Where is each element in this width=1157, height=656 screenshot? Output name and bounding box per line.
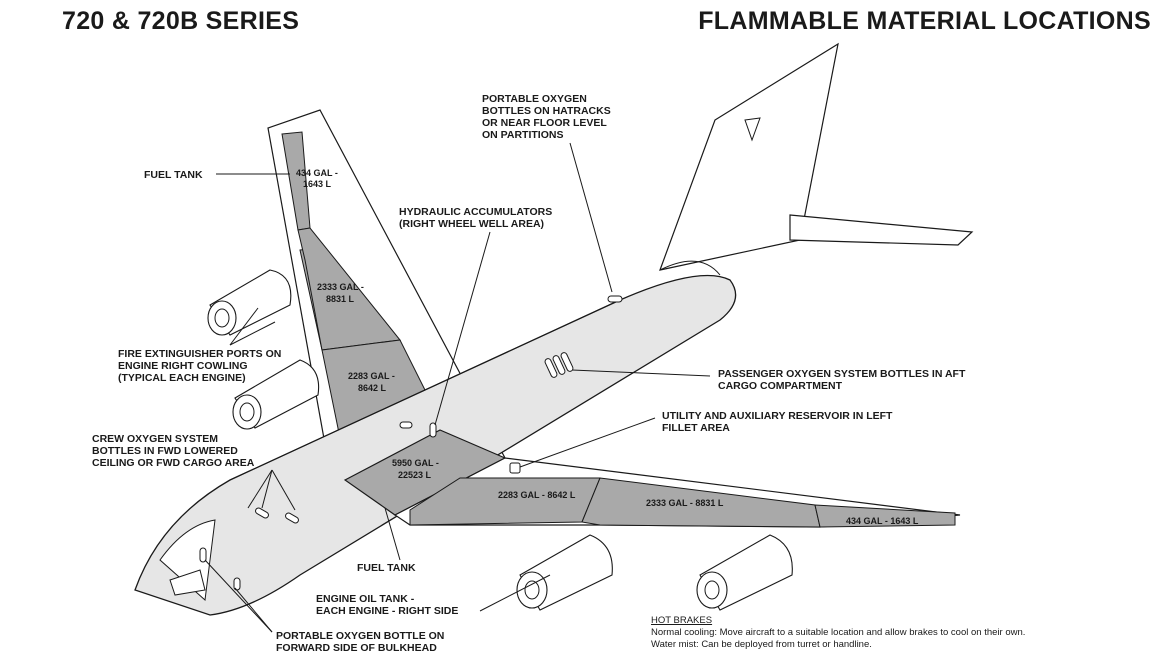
tank-label-right-inboard: 2283 GAL - 8642 L: [348, 371, 395, 393]
svg-text:1643 L: 1643 L: [303, 179, 332, 189]
fuel-tank-label: FUEL TANK: [144, 169, 203, 181]
engine-1: [207, 269, 292, 336]
svg-text:CEILING OR FWD CARGO AREA: CEILING OR FWD CARGO AREA: [92, 457, 255, 469]
tank-label-left-inboard: 2283 GAL - 8642 L: [498, 490, 576, 500]
left-outboard-tank: [581, 477, 821, 528]
svg-text:BOTTLES IN FWD LOWERED: BOTTLES IN FWD LOWERED: [92, 445, 238, 457]
hydraulic-accumulators-label: HYDRAULIC ACCUMULATORS (RIGHT WHEEL WELL…: [399, 206, 552, 230]
hot-brakes-note: HOT BRAKES Normal cooling: Move aircraft…: [651, 615, 1025, 651]
utility-reservoir-label: UTILITY AND AUXILIARY RESERVOIR IN LEFT …: [662, 410, 893, 434]
passenger-oxygen-label: PASSENGER OXYGEN SYSTEM BOTTLES IN AFT C…: [718, 368, 966, 392]
svg-text:OR NEAR FLOOR LEVEL: OR NEAR FLOOR LEVEL: [482, 117, 607, 129]
svg-text:2283 GAL -: 2283 GAL -: [348, 371, 395, 381]
svg-text:434 GAL -: 434 GAL -: [296, 168, 338, 178]
svg-text:PASSENGER OXYGEN SYSTEM BOTTLE: PASSENGER OXYGEN SYSTEM BOTTLES IN AFT: [718, 368, 966, 380]
crew-oxygen-label: CREW OXYGEN SYSTEM BOTTLES IN FWD LOWERE…: [92, 433, 255, 469]
vertical-stabilizer: [659, 42, 839, 271]
tank-label-right-tip: 434 GAL - 1643 L: [296, 168, 338, 189]
svg-text:5950 GAL -: 5950 GAL -: [392, 458, 439, 468]
tank-label-left-outboard: 2333 GAL - 8831 L: [646, 498, 724, 508]
svg-text:HYDRAULIC ACCUMULATORS: HYDRAULIC ACCUMULATORS: [399, 206, 552, 218]
svg-text:2333 GAL -: 2333 GAL -: [317, 282, 364, 292]
page-title: FLAMMABLE MATERIAL LOCATIONS: [698, 7, 1151, 35]
svg-text:(TYPICAL EACH ENGINE): (TYPICAL EACH ENGINE): [118, 372, 246, 384]
svg-text:FORWARD SIDE OF BULKHEAD: FORWARD SIDE OF BULKHEAD: [276, 642, 437, 654]
engine-oil-tank-label: ENGINE OIL TANK - EACH ENGINE - RIGHT SI…: [316, 593, 458, 617]
tail-detail: [744, 117, 761, 142]
portable-oxygen-hatracks-label: PORTABLE OXYGEN BOTTLES ON HATRACKS OR N…: [482, 93, 611, 141]
svg-text:FIRE EXTINGUISHER PORTS ON: FIRE EXTINGUISHER PORTS ON: [118, 348, 281, 360]
svg-text:EACH ENGINE - RIGHT SIDE: EACH ENGINE - RIGHT SIDE: [316, 605, 458, 617]
svg-text:22523 L: 22523 L: [398, 470, 432, 480]
oxygen-bottle-markers: [199, 295, 623, 591]
fuel-tank-bottom-label: FUEL TANK: [357, 562, 416, 574]
horizontal-stabilizer: [789, 214, 974, 246]
tail-cone: [659, 260, 721, 276]
engine-4: [696, 534, 793, 611]
svg-text:ENGINE OIL TANK -: ENGINE OIL TANK -: [316, 593, 415, 605]
svg-text:FILLET AREA: FILLET AREA: [662, 422, 730, 434]
hot-brakes-heading: HOT BRAKES: [651, 615, 713, 626]
engine-2: [232, 359, 320, 430]
svg-text:8642 L: 8642 L: [358, 383, 387, 393]
engine-3: [516, 534, 613, 611]
leader-lines: [204, 142, 711, 633]
svg-text:8831 L: 8831 L: [326, 294, 355, 304]
svg-text:(RIGHT WHEEL WELL AREA): (RIGHT WHEEL WELL AREA): [399, 218, 544, 230]
svg-text:CARGO COMPARTMENT: CARGO COMPARTMENT: [718, 380, 843, 392]
portable-oxygen-bulkhead-label: PORTABLE OXYGEN BOTTLE ON FORWARD SIDE O…: [276, 630, 444, 654]
hot-brakes-normal-cooling: Normal cooling: Move aircraft to a suita…: [651, 627, 1026, 638]
tank-label-left-tip: 434 GAL - 1643 L: [846, 516, 919, 526]
tank-label-right-outboard: 2333 GAL - 8831 L: [317, 282, 364, 304]
svg-text:PORTABLE OXYGEN: PORTABLE OXYGEN: [482, 93, 587, 105]
svg-text:CREW OXYGEN SYSTEM: CREW OXYGEN SYSTEM: [92, 433, 218, 445]
hot-brakes-water-mist: Water mist: Can be deployed from turret …: [651, 639, 872, 650]
left-tip-tank: [814, 504, 956, 528]
svg-text:UTILITY AND AUXILIARY RESERVOI: UTILITY AND AUXILIARY RESERVOIR IN LEFT: [662, 410, 893, 422]
series-title: 720 & 720B SERIES: [62, 7, 300, 35]
fire-extinguisher-ports-label: FIRE EXTINGUISHER PORTS ON ENGINE RIGHT …: [118, 348, 281, 384]
svg-text:BOTTLES ON HATRACKS: BOTTLES ON HATRACKS: [482, 105, 611, 117]
cockpit-window: [169, 569, 206, 596]
svg-text:ON PARTITIONS: ON PARTITIONS: [482, 129, 563, 141]
svg-text:ENGINE RIGHT COWLING: ENGINE RIGHT COWLING: [118, 360, 248, 372]
tank-label-center: 5950 GAL - 22523 L: [392, 458, 439, 480]
svg-text:PORTABLE OXYGEN BOTTLE ON: PORTABLE OXYGEN BOTTLE ON: [276, 630, 444, 642]
fuselage-upper-line: [229, 299, 621, 481]
